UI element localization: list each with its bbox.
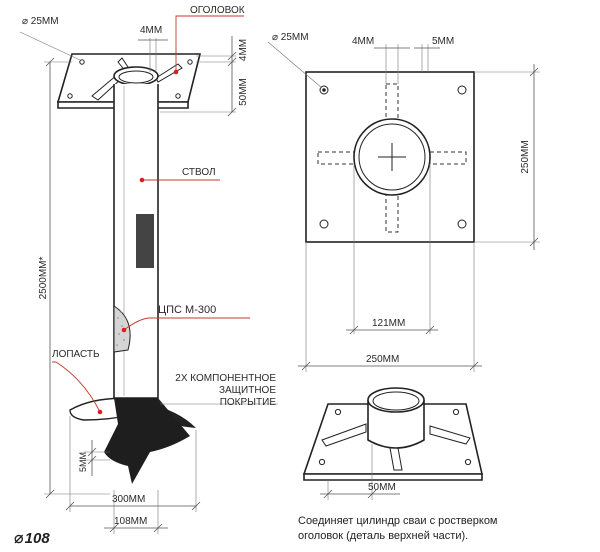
lopast-label: ЛОПАСТЬ [52,349,100,360]
logo-text: 108 [24,530,50,547]
dim-108: 108ММ [104,490,168,534]
plan-dim-250-v-label: 250ММ [520,140,531,173]
dia-25-left-callout: ⌀ 25ММ [19,16,81,61]
pile-side-view [56,53,202,484]
plan-dim-5: 5ММ [414,36,454,72]
plate-hole [187,59,193,65]
iso-dim-50-label: 50ММ [368,482,396,493]
plan-rib-bottom [385,193,399,233]
plan-dim-250-horizontal: 250ММ [298,242,482,372]
dim-300-label: 300ММ [112,494,145,505]
dim-300: 300ММ [65,416,201,512]
dim-4-top-label: 4ММ [140,25,162,36]
lopast-callout: ЛОПАСТЬ [52,349,103,415]
plate-hole [175,93,181,99]
cps-label: ЦПС М-300 [158,304,216,316]
iso-rib-right [429,425,471,445]
dia-25-left-label: ⌀ 25ММ [22,16,59,27]
plan-dim-250-vertical: 250ММ [474,64,540,250]
diameter-icon: ⌀ [14,530,24,547]
caption-line-2: оголовок (деталь верхней части). [298,530,469,542]
iso-rib-left [321,423,367,447]
head-plan-view [305,71,475,243]
plan-dim-121-label: 121ММ [372,318,405,329]
logo: ⌀108 [14,528,50,548]
dim-4-top: 4ММ [138,25,168,72]
dim-5-left: 5ММ [78,440,110,476]
iso-dim-50: 50ММ [320,444,400,500]
dim-50-right-label: 50ММ [238,78,249,106]
plan-dia-25-label: ⌀ 25ММ [272,32,309,43]
head-iso-view [302,387,484,481]
iso-pipe [367,400,425,449]
dim-2500-label: 2500ММ* [38,257,49,300]
coating-label-1: 2Х КОМПОНЕНТНОЕ [175,373,276,384]
plan-dim-5-label: 5ММ [432,36,454,47]
plan-dim-250-h-label: 250ММ [366,354,399,365]
dim-108-label: 108ММ [114,516,147,527]
pile-tip [104,398,190,484]
plan-pipe-inner [358,123,426,191]
dim-4-right-label: 4ММ [238,39,249,61]
rib-right [155,63,183,83]
stvol-label: СТВОЛ [182,167,216,178]
plan-rib-right [429,151,467,165]
coating-label-2: ЗАЩИТНОЕ [219,385,276,396]
coating-callout: 2Х КОМПОНЕНТНОЕ ЗАЩИТНОЕ ПОКРЫТИЕ [160,373,278,408]
ogolovok-callout: ОГОЛОВОК [173,5,245,75]
dim-right-stack: 4ММ 50ММ [160,36,249,117]
coating-label-3: ПОКРЫТИЕ [220,397,277,408]
plan-rib-top [385,83,399,121]
cps-callout: ЦПС М-300 [121,304,250,333]
plan-dim-4-label: 4ММ [352,36,374,47]
plan-hole-bl [319,219,329,229]
plan-hole-tr [457,85,467,95]
plan-dia-25-callout: ⌀ 25ММ [267,32,323,89]
concrete-texture [116,311,125,346]
ogolovok-label: ОГОЛОВОК [190,5,245,16]
dim-2500-vertical: 2500ММ* [38,57,110,499]
plan-hole-br [457,219,467,229]
iso-plate-edge [303,473,483,481]
caption: Соединяет цилиндр сваи с ростверком огол… [298,514,558,544]
plan-hole-tl [319,85,329,95]
plate-hole [67,93,73,99]
plan-dim-4: 4ММ [352,36,410,84]
pipe-top-inner [118,70,154,84]
dim-5-left-label: 5ММ [78,452,88,472]
pipe-top [113,66,159,86]
plate-hole [79,59,85,65]
stvol-callout: СТВОЛ [139,167,220,183]
caption-line-1: Соединяет цилиндр сваи с ростверком [298,515,498,527]
shaft-label-plate [136,214,154,268]
plan-dim-121: 121ММ [346,164,438,335]
